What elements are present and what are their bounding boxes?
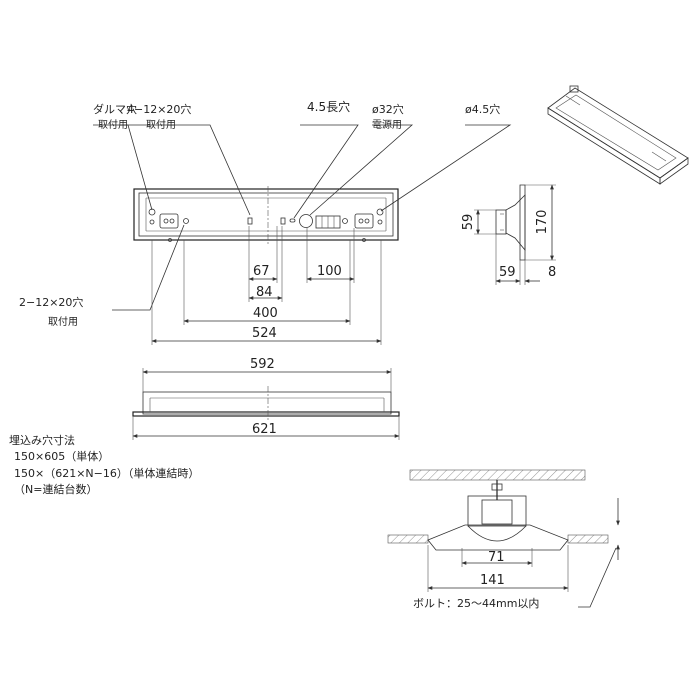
- dim-621: 621: [252, 422, 277, 437]
- hole-4-12x20-sub-label: 取付用: [146, 118, 176, 131]
- hole-phi32-label: ø32穴: [372, 102, 404, 116]
- slot-4-5-label: 4.5長穴: [307, 99, 350, 114]
- dim-524: 524: [252, 326, 277, 341]
- callout-leaders: [93, 124, 512, 311]
- isometric-view: [547, 85, 689, 185]
- front-view: 592 621: [132, 357, 400, 440]
- plan-dimensions: 67 84 100 400 524: [151, 226, 382, 345]
- bolt-note: ボルト：25〜44mm以内: [413, 596, 539, 610]
- dim-100: 100: [317, 264, 342, 279]
- dim-592: 592: [250, 357, 275, 372]
- dim-141: 141: [480, 573, 505, 588]
- hole-phi4-5-label: ø4.5穴: [465, 102, 500, 116]
- dim-59-horizontal: 59: [499, 265, 516, 280]
- dim-67: 67: [253, 264, 270, 279]
- hole-phi32-sub-label: 電源用: [372, 118, 402, 131]
- dim-59-vertical: 59: [461, 214, 476, 231]
- cutout-title: 埋込み穴寸法: [9, 433, 75, 447]
- hole-2-12x20-label: 2−12×20穴: [19, 295, 83, 309]
- dim-71: 71: [488, 550, 505, 565]
- cutout-single: 150×605（単体）: [14, 449, 109, 463]
- daruma-hole-label: ダルマ穴: [93, 102, 137, 116]
- dim-400: 400: [253, 306, 278, 321]
- top-view: [133, 186, 399, 244]
- cutout-notes: 埋込み穴寸法 150×605（単体） 150×（621×N−16）（単体連結時）…: [9, 433, 539, 610]
- cutout-linked: 150×（621×N−16）（単体連結時）: [14, 466, 199, 480]
- hole-4-12x20-label: 4−12×20穴: [127, 102, 191, 116]
- daruma-hole-sub-label: 取付用: [98, 118, 128, 131]
- section-view: 71 141: [387, 469, 620, 608]
- hole-2-12x20-sub-label: 取付用: [48, 315, 78, 328]
- dim-170: 170: [535, 210, 550, 235]
- dim-84: 84: [256, 285, 273, 300]
- side-view: 59 170 59 8: [461, 184, 556, 285]
- dim-8: 8: [548, 265, 556, 280]
- callout-labels: ダルマ穴 取付用 4−12×20穴 取付用 4.5長穴 ø32穴 電源用 ø4.…: [19, 99, 500, 328]
- cutout-n-note: （N=連結台数）: [14, 482, 97, 496]
